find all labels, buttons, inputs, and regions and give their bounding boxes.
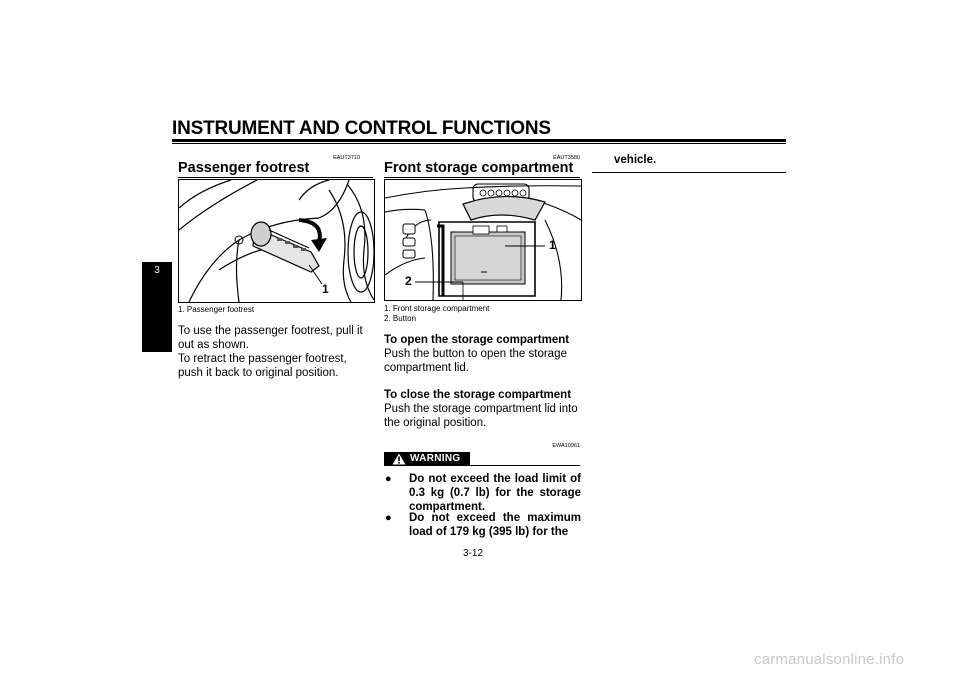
warning-bullet-text: Do not exceed the load limit of 0.3 kg (… [409, 473, 581, 513]
footrest-figure: 1 [178, 179, 375, 303]
watermark: carmanualsonline.info [754, 651, 905, 668]
page-header-title: INSTRUMENT AND CONTROL FUNCTIONS [172, 118, 551, 139]
section-code: EAUT3580 [553, 155, 580, 161]
warning-label: WARNING [410, 453, 461, 464]
footrest-illustration [179, 180, 374, 302]
footrest-callout-1: 1 [322, 282, 329, 296]
chapter-tab: 3 [142, 262, 172, 352]
header-rule-thin [172, 143, 786, 144]
footrest-retract-text: To retract the passenger footrest, push … [178, 353, 347, 379]
warning-bullet-item: ● Do not exceed the maximum load of 179 … [385, 511, 581, 539]
storage-figure: 1 2 [384, 179, 582, 301]
warning-rule [384, 465, 580, 466]
footrest-use-text: To use the passenger footrest, pull it o… [178, 325, 363, 351]
warning-badge: WARNING [384, 452, 470, 466]
storage-illustration [385, 183, 581, 300]
footrest-caption: 1. Passenger footrest [178, 305, 255, 314]
warning-continued-text: vehicle. [614, 154, 657, 166]
open-text: Push the button to open the storage comp… [384, 348, 567, 374]
bullet-icon: ● [385, 473, 392, 485]
storage-caption-2: 2. Button [384, 314, 417, 323]
warning-triangle-icon [392, 453, 406, 465]
open-heading: To open the storage compartment [384, 334, 570, 346]
warning-end-rule [592, 172, 786, 173]
warning-code: EWA10961 [552, 443, 580, 449]
title-rule [178, 177, 373, 178]
section-title: Passenger footrest [178, 160, 310, 176]
storage-callout-1: 1 [549, 238, 556, 252]
warning-bullet-item: ● Do not exceed the load limit of 0.3 kg… [385, 472, 581, 514]
section-title: Front storage compartment [384, 160, 574, 176]
section-code: EAUT3710 [333, 155, 360, 161]
title-rule [384, 177, 580, 178]
storage-caption-1: 1. Front storage compartment [384, 304, 490, 313]
close-text: Push the storage compartment lid into th… [384, 403, 578, 429]
page-number: 3-12 [463, 548, 484, 559]
header-rule [172, 139, 786, 142]
close-heading: To close the storage compartment [384, 389, 572, 401]
warning-bullet-text: Do not exceed the maximum load of 179 kg… [409, 512, 581, 538]
bullet-icon: ● [385, 512, 392, 524]
chapter-tab-number: 3 [154, 265, 160, 276]
storage-callout-2: 2 [405, 274, 412, 288]
